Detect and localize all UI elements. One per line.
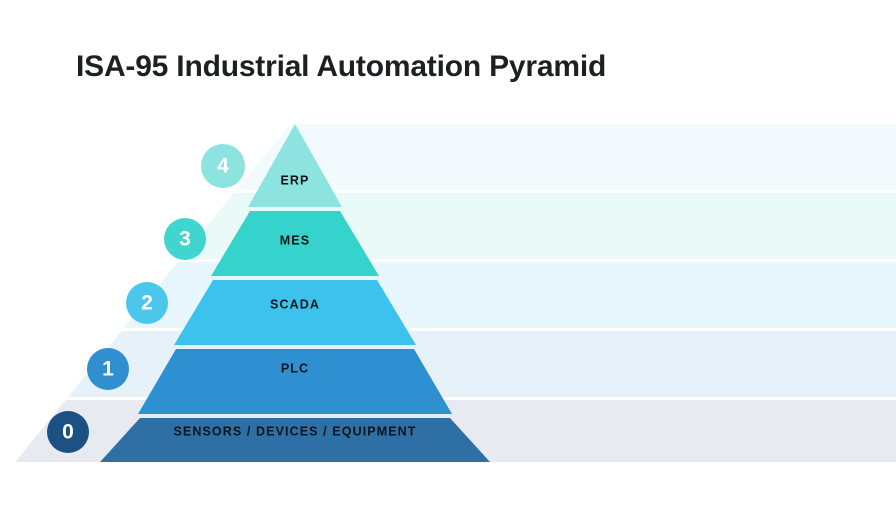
pyramid-level-1[interactable] <box>138 349 452 414</box>
band-level-4 <box>12 124 896 190</box>
badge-level-4[interactable]: 4 <box>201 144 245 188</box>
pyramid-level-3[interactable] <box>211 211 379 276</box>
pyramid-level-4[interactable] <box>248 124 342 207</box>
pyramid-label-scada: SCADA <box>270 297 320 311</box>
badge-number-4: 4 <box>217 155 229 178</box>
badge-level-1[interactable]: 1 <box>87 348 129 390</box>
pyramid-level-labels: ERP MES SCADA PLC SENSORS / DEVICES / EQ… <box>173 173 416 438</box>
pyramid-level-0[interactable] <box>100 418 490 462</box>
badge-circle-4 <box>201 144 245 188</box>
pyramid-label-sensors: SENSORS / DEVICES / EQUIPMENT <box>173 424 416 438</box>
badge-number-3: 3 <box>179 228 191 251</box>
pyramid-level-2[interactable] <box>174 280 416 345</box>
badge-circle-0 <box>47 411 89 453</box>
badge-level-0[interactable]: 0 <box>47 411 89 453</box>
badge-level-2[interactable]: 2 <box>126 282 168 324</box>
badge-circle-3 <box>164 218 206 260</box>
badge-number-2: 2 <box>141 292 153 315</box>
badge-number-0: 0 <box>62 421 74 444</box>
pyramid-label-erp: ERP <box>280 173 309 187</box>
level-badges: 4 3 2 1 0 <box>47 144 245 453</box>
badge-number-1: 1 <box>102 358 114 381</box>
band-level-3 <box>12 193 896 259</box>
pyramid-label-mes: MES <box>280 233 310 247</box>
pyramid-levels <box>100 124 490 462</box>
page-title: ISA-95 Industrial Automation Pyramid <box>76 50 607 83</box>
badge-circle-1 <box>87 348 129 390</box>
badge-level-3[interactable]: 3 <box>164 218 206 260</box>
badge-circle-2 <box>126 282 168 324</box>
band-level-1 <box>12 331 896 397</box>
pyramid-label-plc: PLC <box>281 361 309 375</box>
